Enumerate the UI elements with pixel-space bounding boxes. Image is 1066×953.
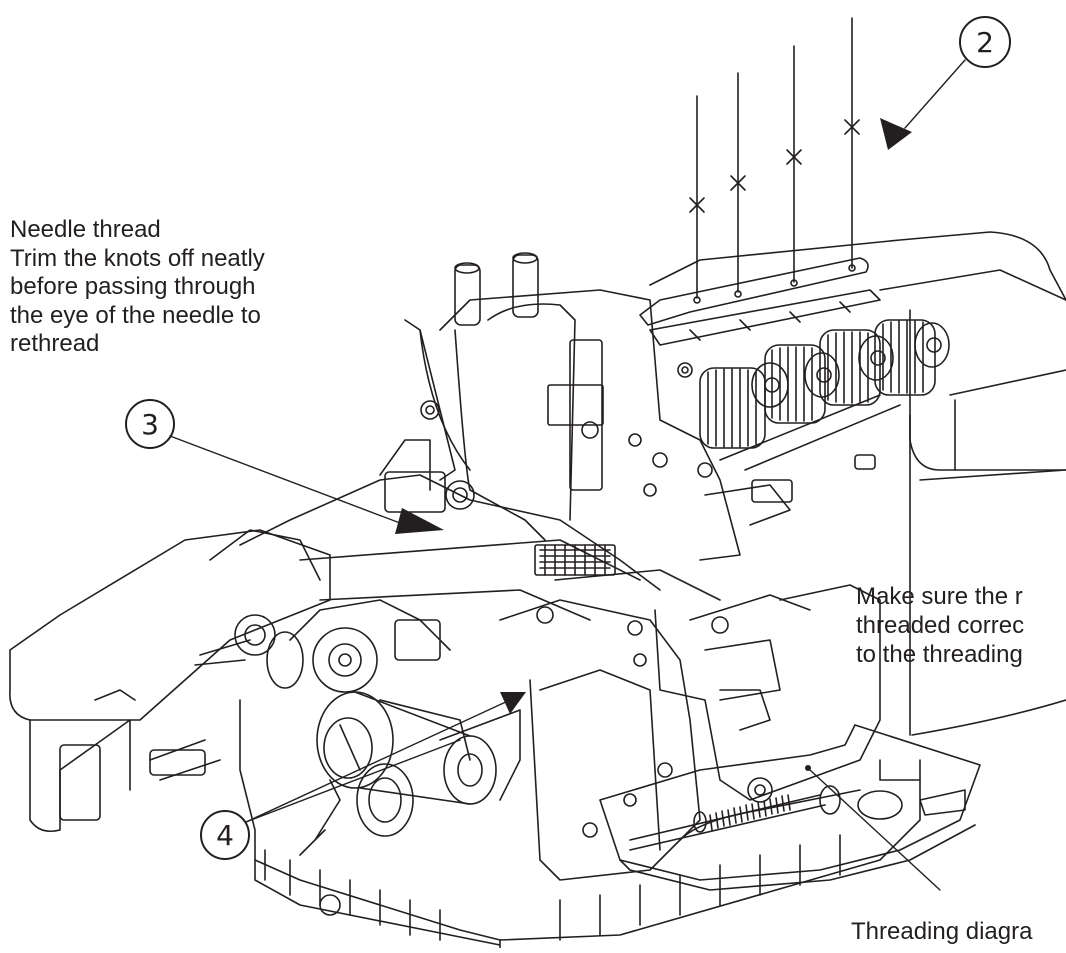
callout-4: 4 [200,810,250,860]
right-note-line-3: to the threading [856,641,1023,668]
callout-2: 2 [959,16,1011,68]
looper-area [239,439,721,621]
tension-dials [677,319,950,471]
callout-3-number: 3 [141,408,159,441]
pulleys [299,691,521,856]
thread-posts [404,252,539,481]
threading-diagram-caption: Threading diagra [851,918,1033,945]
machine-base [239,699,921,949]
spring-rod [629,785,841,851]
needle-threads [689,17,860,299]
needle-thread-line-3: the eye of the needle to [10,301,261,329]
needle-thread-line-1: Trim the knots off neatly [10,244,265,272]
front-housing [499,584,881,881]
leader-lines [169,59,966,891]
machine-arm [649,231,1066,736]
table-extension [9,529,331,833]
needle-thread-title: Needle thread [10,216,161,243]
thread-guide-bar [639,257,881,346]
callout-2-number: 2 [976,26,994,59]
face-plate [420,289,793,561]
callout-4-number: 4 [216,819,234,852]
needle-thread-line-4: rethread [10,330,100,357]
right-note-line-2: threaded correc [856,612,1025,639]
right-note-line-1: Make sure the r [856,583,1023,610]
callout-3: 3 [125,399,175,449]
needle-thread-note: Needle thread Trim the knots off neatly … [10,216,265,359]
left-mechanism [194,529,471,761]
needle-thread-line-2: before passing through [10,273,256,300]
